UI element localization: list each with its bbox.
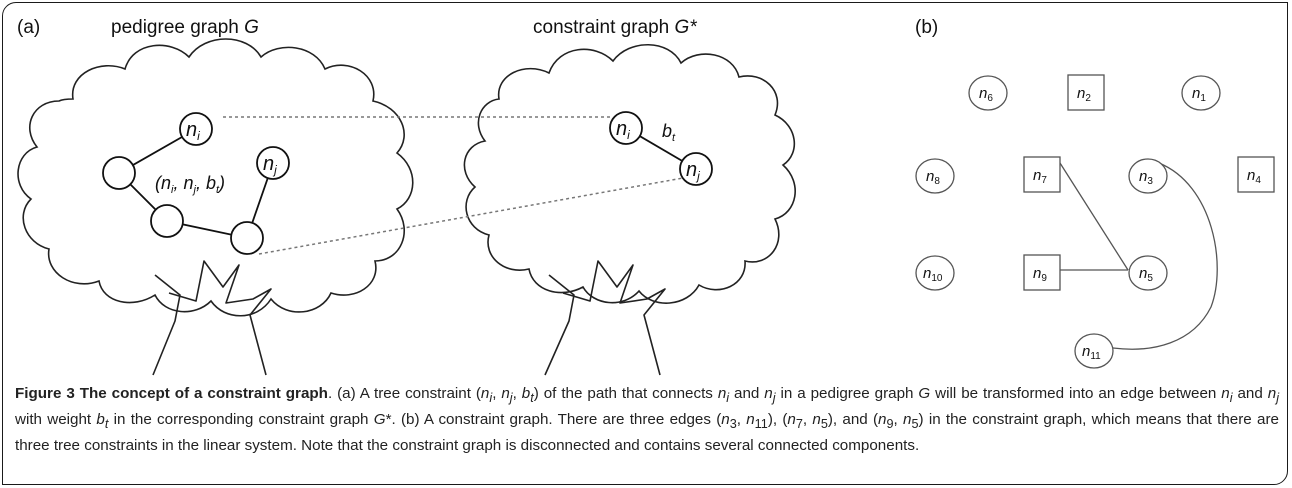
svg-text:n9: n9: [1033, 265, 1047, 284]
node-n4: n4: [1237, 156, 1275, 193]
pedigree-node-nj: [256, 146, 290, 180]
pedigree-tree-crown: [17, 38, 414, 317]
node-n7: n7: [1023, 156, 1061, 193]
svg-text:n6: n6: [979, 85, 993, 104]
constraint-node-nj: [679, 152, 713, 186]
svg-text:n11: n11: [1082, 343, 1101, 362]
node-n5: n5: [1128, 255, 1168, 291]
figure-caption: Figure 3 The concept of a constraint gra…: [15, 383, 1279, 456]
node-n10: n10: [915, 255, 955, 291]
constraint-tree-trunk: [544, 260, 666, 376]
node-n2: n2: [1067, 74, 1105, 111]
figure-illustration: (a) pedigree graph G constraint graph G*…: [17, 17, 1275, 376]
pedigree-node-intermediate-2: [150, 204, 184, 238]
edge-n7-n5: [1059, 162, 1129, 271]
pedigree-node-ni-label: ni: [186, 119, 200, 143]
pedigree-node-ni: [179, 112, 213, 146]
node-n9: n9: [1023, 254, 1061, 291]
svg-text:n1: n1: [1192, 85, 1206, 104]
constraint-graph-title: constraint graph G*: [533, 17, 697, 38]
caption-body: . (a) A tree constraint (ni, nj, bt) of …: [15, 385, 1280, 455]
svg-text:n8: n8: [926, 168, 940, 187]
node-n11: n11: [1074, 333, 1114, 369]
projection-line-bottom: [258, 177, 684, 255]
panel-b-tag: (b): [915, 17, 938, 38]
node-n1: n1: [1181, 75, 1221, 111]
edge-n3-n11: [1112, 162, 1218, 350]
node-n6: n6: [968, 75, 1008, 111]
svg-text:n3: n3: [1139, 168, 1153, 187]
svg-text:n2: n2: [1077, 85, 1091, 104]
pedigree-tree-trunk: [152, 260, 272, 376]
pedigree-graph-title: pedigree graph G: [111, 17, 259, 38]
svg-text:n4: n4: [1247, 167, 1261, 186]
constraint-node-ni: [609, 111, 643, 145]
pedigree-node-intermediate-3: [230, 221, 264, 255]
caption-title: Figure 3 The concept of a constraint gra…: [15, 385, 328, 402]
tree-constraint-triple: (ni, nj, bt): [155, 173, 225, 196]
svg-text:n10: n10: [923, 265, 943, 284]
svg-text:n5: n5: [1139, 265, 1153, 284]
node-n3: n3: [1128, 158, 1168, 194]
constraint-tree-crown: [463, 43, 796, 304]
edge-weight-label: bt: [662, 121, 676, 144]
constraint-node-ni-label: ni: [616, 118, 630, 142]
pedigree-node-intermediate-1: [102, 156, 136, 190]
constraint-node-nj-label: nj: [686, 159, 700, 183]
node-n8: n8: [915, 158, 955, 194]
panel-a-tag: (a): [17, 17, 40, 38]
pedigree-node-nj-label: nj: [263, 153, 277, 177]
svg-text:n7: n7: [1033, 167, 1047, 186]
